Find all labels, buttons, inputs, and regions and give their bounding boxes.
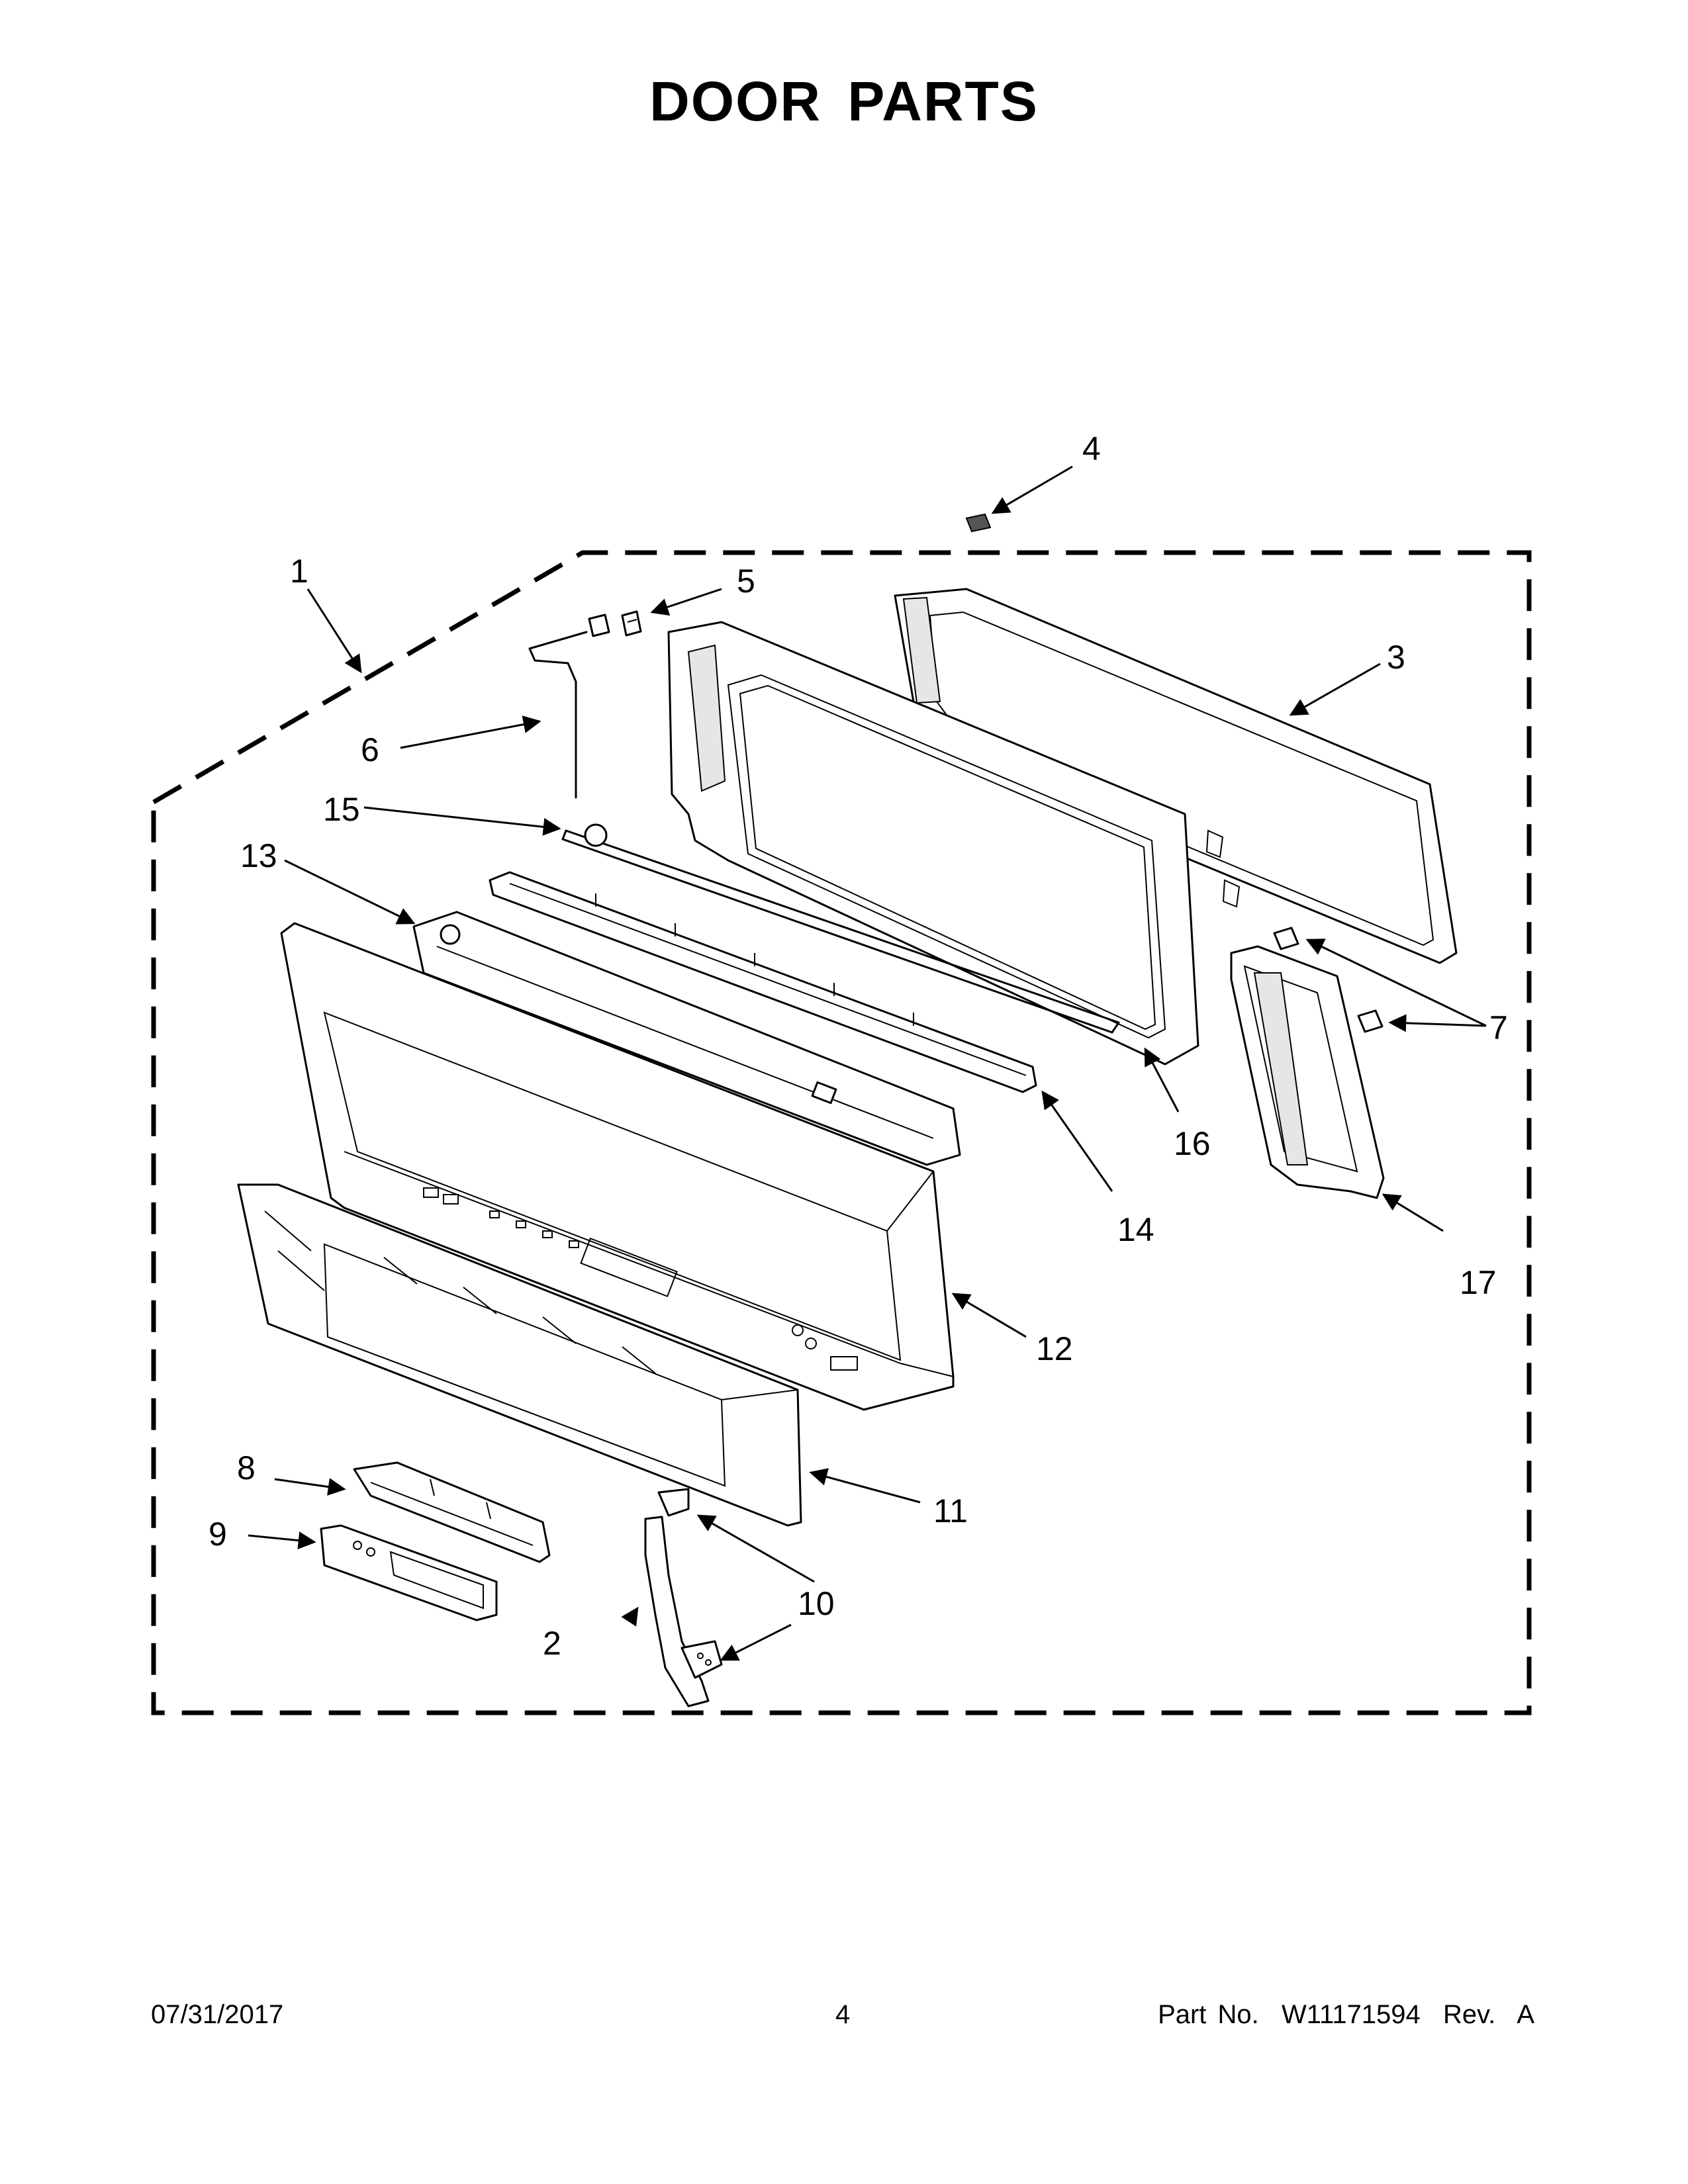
part-11-glass-panel	[237, 1183, 802, 1527]
part-15-hinge-rod	[561, 823, 1120, 1034]
callout-8: 8	[237, 1449, 256, 1486]
footer-date: 07/31/2017	[151, 2000, 284, 2029]
part-14-upper-bracket	[489, 871, 1037, 1093]
callout-14: 14	[1117, 1211, 1154, 1248]
callout-17: 17	[1460, 1264, 1497, 1301]
part-5-latch	[621, 610, 642, 637]
callout-10: 10	[798, 1585, 835, 1622]
part-4-clip	[965, 513, 992, 533]
part-13-bracket	[412, 911, 961, 1166]
assembly-boundary-dashed	[151, 550, 1532, 1715]
part-12-door-frame	[280, 922, 955, 1411]
part-9-control-board	[320, 1524, 498, 1621]
callout-13: 13	[240, 837, 277, 874]
callout-12: 12	[1036, 1330, 1073, 1367]
footer-part-number: Part No. W11171594 Rev. A	[1158, 2000, 1534, 2029]
callout-15: 15	[323, 791, 360, 828]
part-17-side-bracket	[1230, 945, 1385, 1199]
control-panel-buttons	[423, 1187, 858, 1371]
callout-9: 9	[209, 1516, 227, 1553]
page-title: DOOR PARTS	[649, 70, 1039, 132]
callout-7: 7	[1489, 1009, 1508, 1046]
part-6-wire-harness	[528, 614, 610, 799]
callout-3: 3	[1387, 639, 1405, 676]
footer-page-number: 4	[835, 2000, 851, 2029]
callout-4: 4	[1082, 430, 1101, 467]
callout-6: 6	[361, 731, 379, 768]
callout-5: 5	[737, 563, 755, 600]
part-7-clips	[1273, 927, 1383, 1033]
part-8-bracket	[353, 1461, 551, 1563]
part-10-handle-caps	[657, 1488, 723, 1679]
callout-1: 1	[290, 553, 308, 590]
callout-11: 11	[933, 1492, 968, 1529]
callout-labels: 1 2 3 4 5 6 7 8 9 10 11 12 13 14 15 16 1…	[209, 430, 1508, 1662]
callout-16: 16	[1174, 1125, 1211, 1162]
part-2-handle	[644, 1516, 710, 1707]
callout-2: 2	[543, 1625, 561, 1662]
leader-lines	[248, 465, 1487, 1661]
